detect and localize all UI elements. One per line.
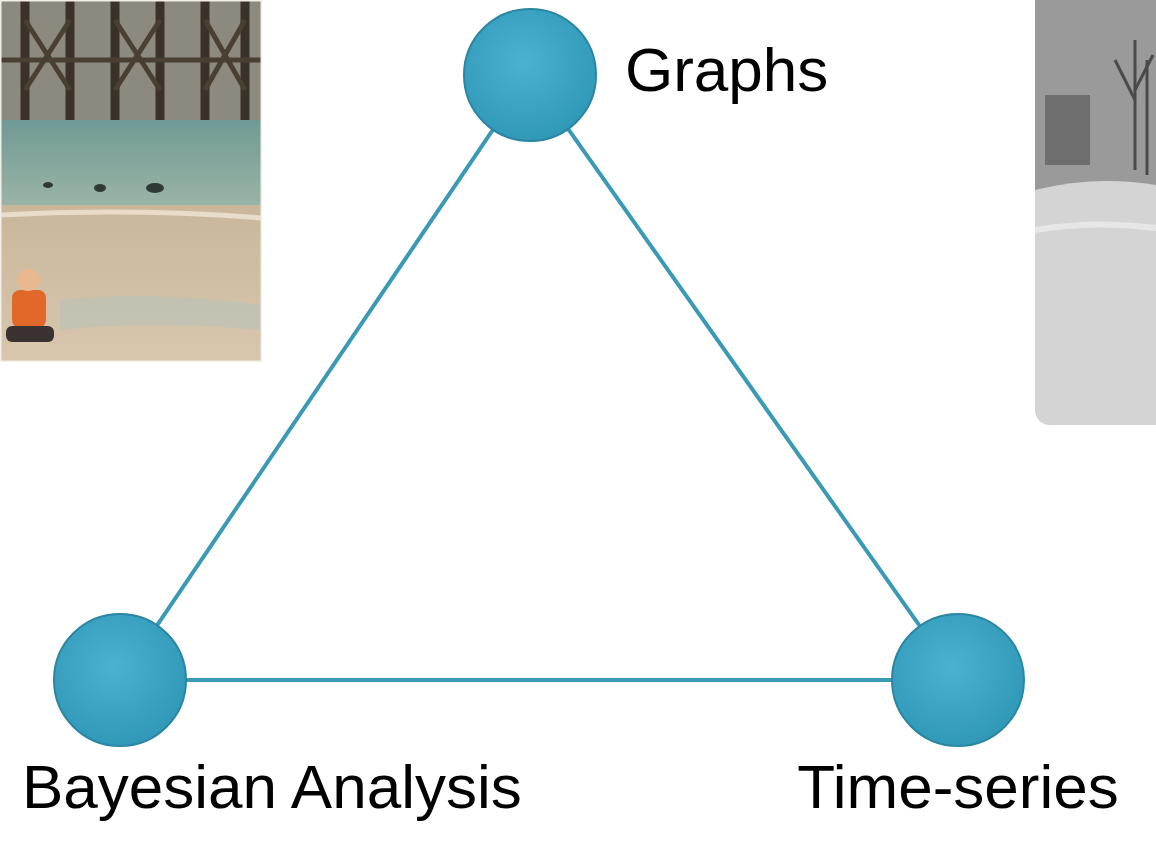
topic-node: Bayesian Analysis — [53, 613, 187, 747]
node-circle — [891, 613, 1025, 747]
topic-node: Graphs — [463, 8, 597, 142]
node-label: Graphs — [625, 36, 828, 104]
snow-photo — [1035, 0, 1156, 425]
node-circle — [463, 8, 597, 142]
triangle-edge — [568, 129, 920, 626]
node-label: Bayesian Analysis — [22, 753, 522, 821]
node-circle — [53, 613, 187, 747]
triangle-edge — [186, 678, 892, 682]
node-label: Time-series — [797, 753, 1119, 821]
triangle-edge — [157, 130, 493, 626]
topic-node: Time-series — [891, 613, 1025, 747]
beach-photo — [0, 0, 262, 362]
